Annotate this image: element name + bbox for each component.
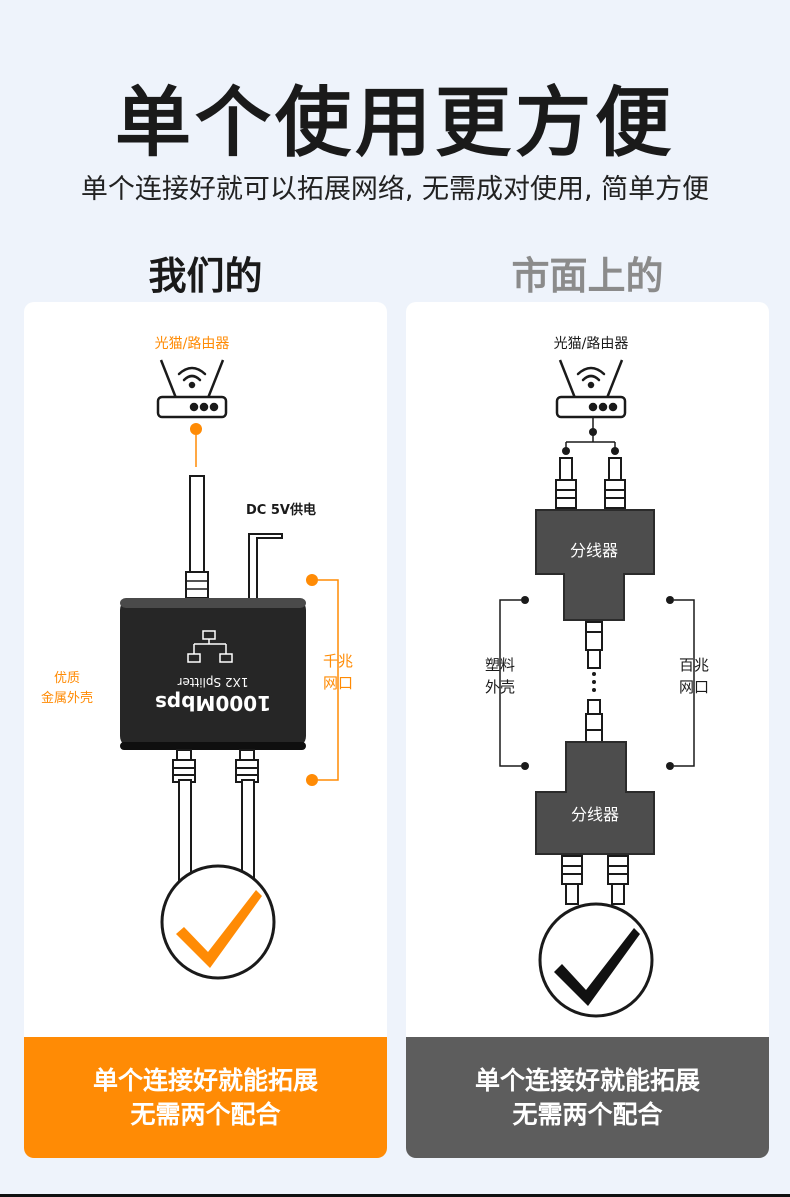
page-title: 单个使用更方便 [115,78,675,167]
bottom-rule [0,1194,790,1197]
theirs-splitter-bottom [535,741,655,855]
ours-port-label-2: 网口 [323,674,353,692]
theirs-splitter-bottom-label: 分线器 [571,805,619,824]
wifi-icon [177,366,207,389]
ours-router-label: 光猫/路由器 [155,336,230,352]
router-icon [156,359,228,419]
ours-card: 光猫/路由器 DC 5V供电 [24,302,387,1158]
ours-column-label: 我们的 [148,254,263,298]
theirs-router-label: 光猫/路由器 [554,336,629,352]
theirs-shell-bracket [499,596,529,770]
ours-router-port-dot [190,423,202,435]
ours-input-cable [189,475,205,575]
ours-footer-line1: 单个连接好就能拓展 [92,1065,318,1095]
network-topology-icon [187,630,233,663]
theirs-top-plugs [555,457,626,509]
theirs-shell-label-2: 外壳 [485,678,515,696]
ours-power-label: DC 5V供电 [246,502,316,518]
ours-output-cables [172,749,259,881]
theirs-splitter-top [535,509,655,621]
theirs-port-label-2: 网口 [679,678,709,696]
theirs-footer-line1: 单个连接好就能拓展 [474,1065,700,1095]
ours-check-circle [160,864,276,980]
theirs-branch [562,417,619,455]
wifi-icon [576,366,606,389]
theirs-column-label: 市面上的 [511,254,664,298]
theirs-middle-cable [585,621,603,743]
ours-port-bracket [306,574,339,786]
checkmark-icon [176,890,262,968]
theirs-card: 光猫/路由器 [406,302,769,1158]
ours-port-label-1: 千兆 [323,652,353,670]
ours-shell-label-1: 优质 [54,671,80,686]
page-subtitle: 单个连接好就可以拓展网络, 无需成对使用, 简单方便 [80,174,710,205]
checkmark-icon [554,928,640,1006]
theirs-bottom-plugs [561,855,629,905]
ours-device-speed: 1000Mbps [155,691,271,715]
ours-footer: 单个连接好就能拓展 无需两个配合 [24,1037,387,1158]
ours-splitter-device [120,598,306,748]
ours-footer-line2: 无需两个配合 [130,1099,281,1129]
rj45-plug-icon [185,571,209,599]
theirs-port-bracket [666,596,695,770]
theirs-footer: 单个连接好就能拓展 无需两个配合 [406,1037,769,1158]
theirs-splitter-top-label: 分线器 [570,541,618,560]
theirs-diagram: 光猫/路由器 [485,336,709,1018]
ours-device-model: 1X2 Splitter [177,675,248,689]
ours-power-cable [248,533,283,601]
theirs-ellipsis [592,672,596,692]
router-icon [555,359,627,419]
ours-shell-label-2: 金属外壳 [41,690,93,706]
theirs-footer-line2: 无需两个配合 [512,1099,663,1129]
theirs-shell-label-1: 塑料 [485,656,515,674]
theirs-check-circle [538,902,654,1018]
theirs-port-label-1: 百兆 [679,656,709,674]
ours-diagram: 光猫/路由器 DC 5V供电 [41,336,353,980]
